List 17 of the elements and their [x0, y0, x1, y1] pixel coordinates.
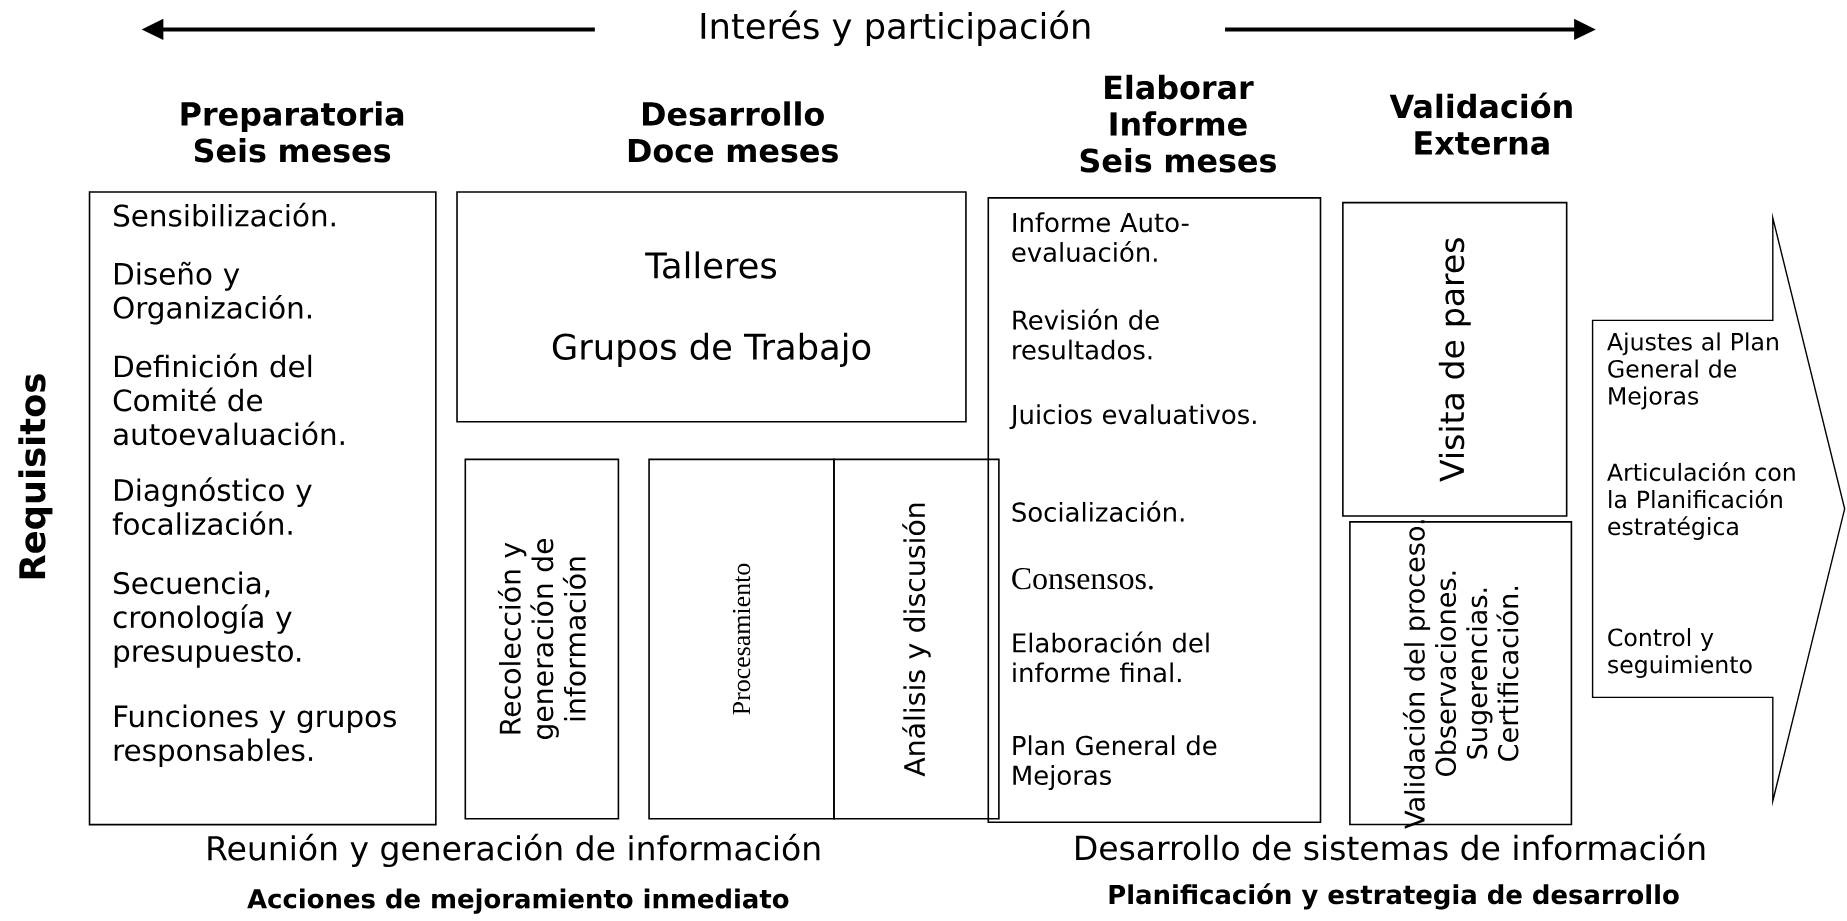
text-box: Análisis y discusión: [833, 458, 1000, 820]
text-box: Validación del proceso. Observaciones. Sugerencias. Certificación.: [1349, 520, 1573, 829]
node-label: Elaborar Informe Seis meses: [1080, 74, 1276, 173]
node-label: Validación Externa: [1389, 92, 1572, 155]
caption: Planificación y estrategia de desarrollo: [1109, 883, 1679, 910]
text-box: Desarrollo Doce meses Talleres Grupos de Trabajo: [456, 101, 967, 423]
node-label: Desarrollo Doce meses: [628, 101, 838, 163]
text-box: Procesamiento: [648, 458, 835, 820]
caption: Acciones de mejoramiento inmediato: [247, 888, 789, 914]
caption: Desarrollo de sistemas de información: [1076, 833, 1705, 861]
text-box: Validación Externa Visita de pares: [1342, 92, 1572, 517]
heading: Interés y participación: [701, 10, 1090, 46]
node-label: Preparatoria Seis meses: [181, 101, 404, 163]
side-label: Requisitos: [18, 374, 53, 579]
caption: Reunión y generación de información: [208, 833, 820, 868]
text-box: Recolección y generación de información: [464, 458, 620, 820]
text-box: Preparatoria Seis meses Sensibilización. Diseño y Organización. Definición del Comité de autoevaluación. Diagnóstico y focalización. Secuencia, cronología y presupuesto. Funciones y grupos responsables.: [88, 101, 437, 826]
